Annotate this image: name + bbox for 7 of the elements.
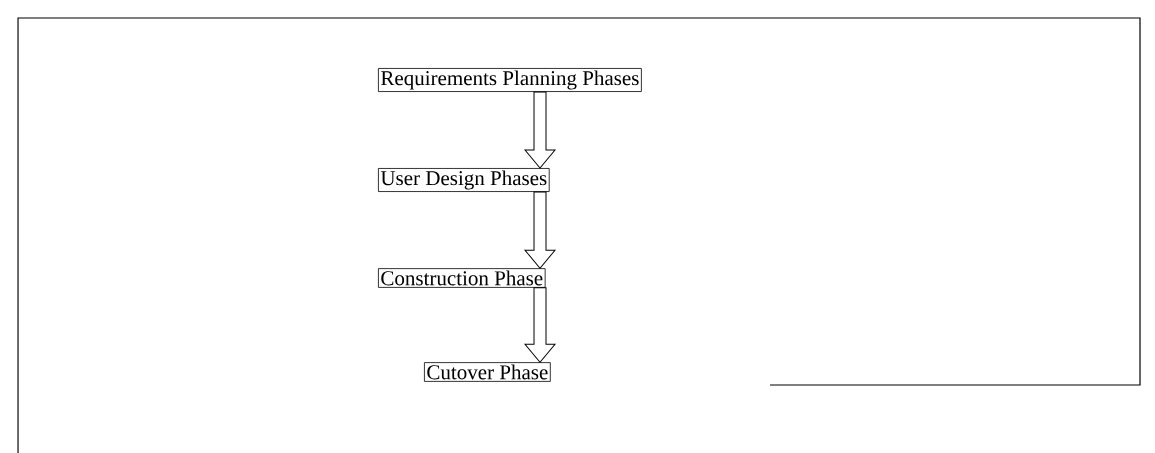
phase-box: User Design Phases xyxy=(378,168,550,192)
phase-box: Construction Phase xyxy=(378,268,546,288)
block-arrow xyxy=(524,191,556,269)
phase-box: Requirements Planning Phases xyxy=(378,68,642,92)
block-arrow xyxy=(524,91,556,169)
phase-box: Cutover Phase xyxy=(424,362,551,382)
block-arrow xyxy=(524,287,556,363)
